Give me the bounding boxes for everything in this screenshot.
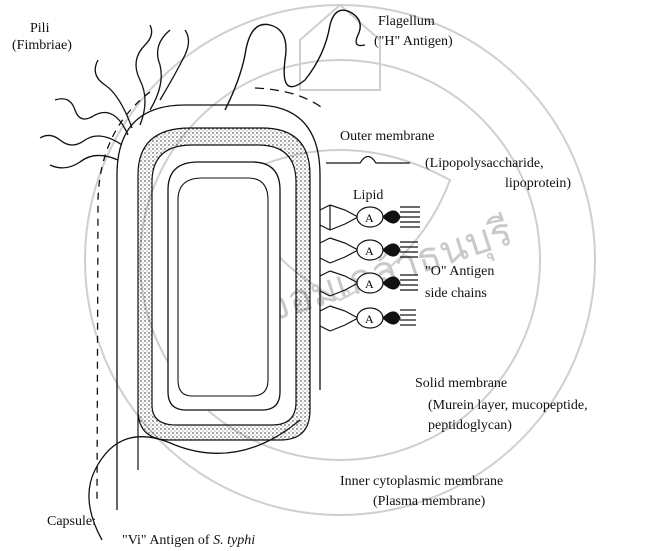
label-peptidoglycan: peptidoglycan) [428,417,512,434]
capsule-top-dash [255,88,325,110]
inner-cytoplasmic-membrane [168,162,280,410]
label-murein: (Murein layer, mucopeptide, [428,397,588,414]
lipid-a-marker: A [365,312,374,326]
lipid-a-marker: A [365,244,374,258]
vi-antigen-prefix: "Vi" Antigen of [122,533,213,548]
label-solid-membrane: Solid membrane [415,375,507,392]
label-lps: (Lipopolysaccharide, [425,155,544,172]
lipid-a-marker: A [365,277,374,291]
label-side-chains: side chains [425,285,487,302]
label-capsule: Capsule: [47,513,96,530]
label-flagellum: Flagellum [378,13,435,30]
label-pili: Pili [30,20,49,37]
vi-antigen-species: S. typhi [213,533,255,548]
label-inner-membrane: Inner cytoplasmic membrane [340,473,503,490]
label-plasma-membrane: (Plasma membrane) [373,493,485,510]
label-vi-antigen: "Vi" Antigen of S. typhi [122,532,255,549]
label-lipid: Lipid [353,187,383,204]
label-lipoprotein: lipoprotein) [505,175,571,192]
label-h-antigen: ("H" Antigen) [374,33,453,50]
label-fimbriae: (Fimbriae) [12,37,72,54]
label-outer-membrane: Outer membrane [340,128,434,145]
label-o-antigen: "O" Antigen [425,263,494,280]
lipid-a-marker: A [365,211,374,225]
